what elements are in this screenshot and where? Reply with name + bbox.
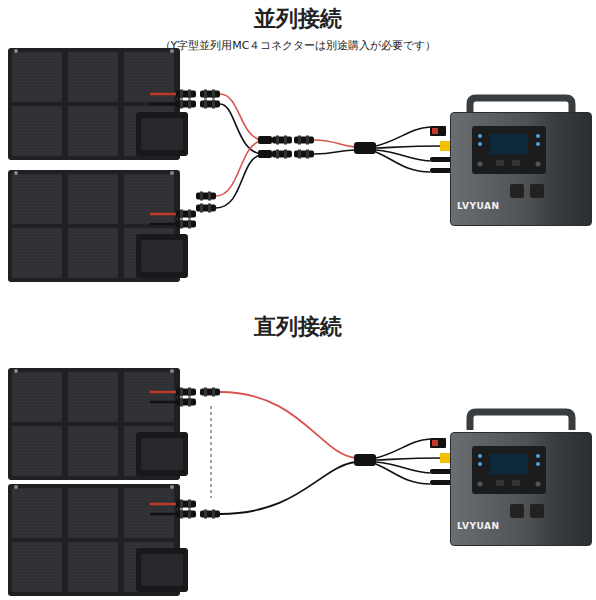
section-heading: 直列接続 [254, 312, 342, 342]
brand-text: LVYUAN [457, 521, 500, 531]
note-text: （Y字型並列用MC４コネクターは別途購入が必要です） [160, 38, 437, 53]
brand-text: LVYUAN [457, 201, 500, 211]
section-heading: 並列接続 [254, 4, 342, 34]
